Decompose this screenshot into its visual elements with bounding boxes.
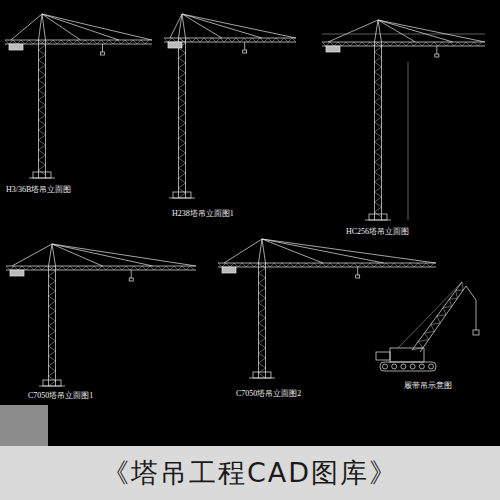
drawing-caption: H3/36B塔吊立面图 — [6, 186, 71, 194]
crawler-crane — [376, 282, 479, 371]
tower-crane — [322, 20, 485, 220]
tower-crane — [6, 244, 196, 386]
drawing-caption: 履带吊示意图 — [404, 382, 452, 390]
drawing-caption: HC256塔吊立面图 — [346, 228, 409, 236]
tower-crane — [164, 14, 296, 198]
title-band — [0, 446, 500, 500]
grey-strip — [0, 405, 48, 446]
library-title: 《塔吊工程CAD图库》 — [0, 446, 500, 500]
tower-crane — [5, 14, 152, 178]
drawing-caption: C7050塔吊立面图2 — [236, 390, 301, 398]
drawing-caption: C7050塔吊立面图1 — [28, 392, 93, 400]
tower-crane — [218, 239, 436, 378]
drawing-caption: H238塔吊立面图1 — [172, 210, 234, 218]
